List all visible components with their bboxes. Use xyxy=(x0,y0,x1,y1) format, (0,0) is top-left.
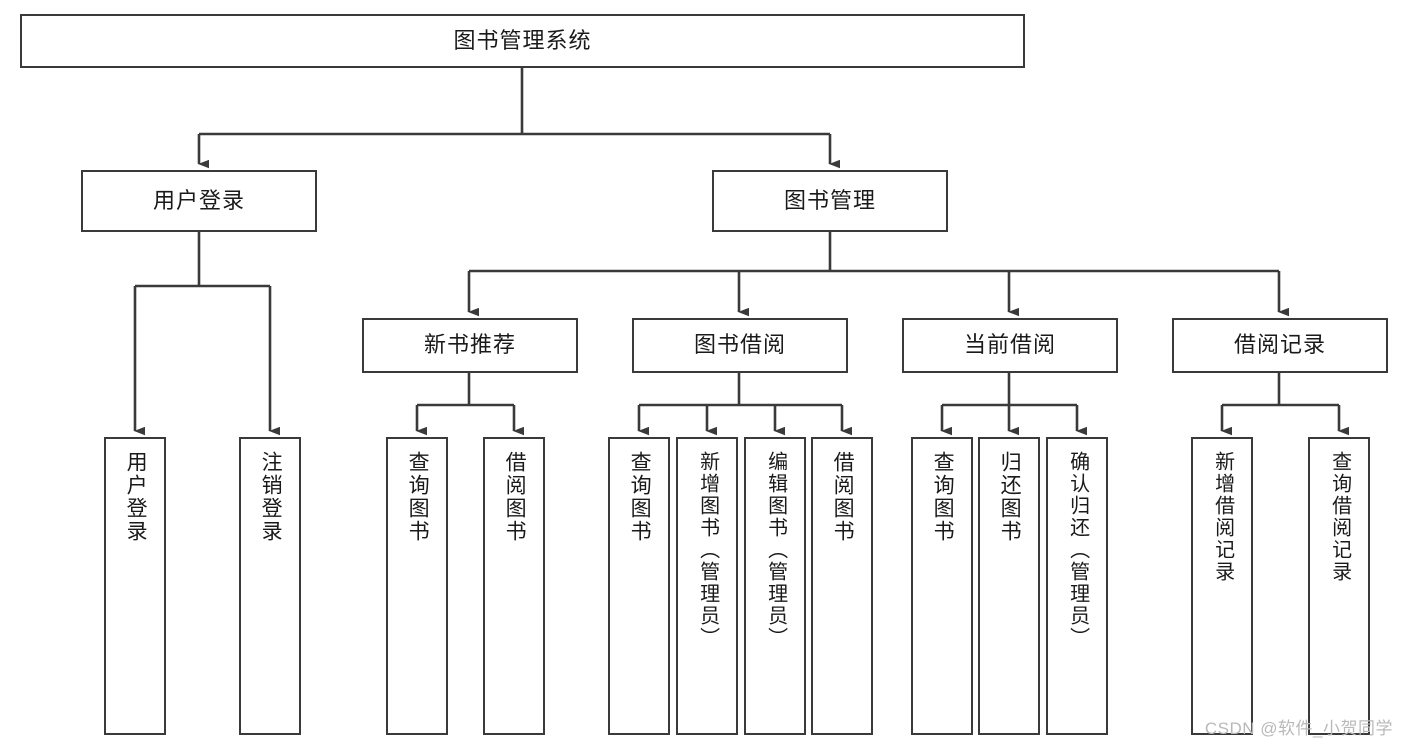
node-book-manage-label: 图书管理 xyxy=(783,187,876,213)
node-book-manage[interactable]: 图书管理 xyxy=(712,170,948,232)
node-leaf-return-book-label: 归还图书 xyxy=(998,451,1022,543)
node-borrow-record-label: 借阅记录 xyxy=(1233,332,1326,358)
node-leaf-borrow-book-1[interactable]: 借阅图书 xyxy=(483,437,545,735)
node-root-label: 图书管理系统 xyxy=(453,27,592,53)
node-leaf-borrow-book-2[interactable]: 借阅图书 xyxy=(811,437,873,735)
node-current-borrow[interactable]: 当前借阅 xyxy=(902,318,1118,373)
node-leaf-user-login-label: 用户登录 xyxy=(124,451,148,543)
node-leaf-edit-book-label: 编辑图书（管理员） xyxy=(764,451,787,649)
node-leaf-add-record-label: 新增借阅记录 xyxy=(1211,451,1234,583)
node-leaf-edit-book[interactable]: 编辑图书（管理员） xyxy=(744,437,806,735)
node-new-book-rec-label: 新书推荐 xyxy=(423,332,516,358)
csdn-watermark: CSDN @软件_小贺同学 xyxy=(1204,719,1393,738)
node-leaf-query-book-3-label: 查询图书 xyxy=(931,451,955,543)
node-borrow-record[interactable]: 借阅记录 xyxy=(1172,318,1388,373)
node-leaf-query-book-3[interactable]: 查询图书 xyxy=(911,437,973,735)
node-root[interactable]: 图书管理系统 xyxy=(20,14,1025,68)
node-leaf-borrow-book-2-label: 借阅图书 xyxy=(831,451,855,543)
node-leaf-add-record[interactable]: 新增借阅记录 xyxy=(1191,437,1253,735)
node-user-login[interactable]: 用户登录 xyxy=(81,170,317,232)
node-leaf-confirm-return-label: 确认归还（管理员） xyxy=(1066,451,1089,649)
node-current-borrow-label: 当前借阅 xyxy=(963,332,1056,358)
node-leaf-return-book[interactable]: 归还图书 xyxy=(978,437,1040,735)
node-leaf-query-record[interactable]: 查询借阅记录 xyxy=(1308,437,1370,735)
node-user-login-label: 用户登录 xyxy=(152,187,245,213)
node-leaf-user-login[interactable]: 用户登录 xyxy=(104,437,166,735)
node-leaf-borrow-book-1-label: 借阅图书 xyxy=(503,451,527,543)
node-leaf-query-book-2-label: 查询图书 xyxy=(628,451,652,543)
node-leaf-add-book[interactable]: 新增图书（管理员） xyxy=(676,437,738,735)
node-leaf-query-book-2[interactable]: 查询图书 xyxy=(608,437,670,735)
node-book-borrow[interactable]: 图书借阅 xyxy=(632,318,848,373)
node-leaf-logout-label: 注销登录 xyxy=(259,451,283,543)
node-leaf-query-book-1-label: 查询图书 xyxy=(406,451,430,543)
node-leaf-confirm-return[interactable]: 确认归还（管理员） xyxy=(1046,437,1108,735)
node-book-borrow-label: 图书借阅 xyxy=(693,332,786,358)
node-leaf-logout[interactable]: 注销登录 xyxy=(239,437,301,735)
node-new-book-rec[interactable]: 新书推荐 xyxy=(362,318,578,373)
node-leaf-query-book-1[interactable]: 查询图书 xyxy=(386,437,448,735)
node-leaf-add-book-label: 新增图书（管理员） xyxy=(696,451,719,649)
node-leaf-query-record-label: 查询借阅记录 xyxy=(1328,451,1351,583)
